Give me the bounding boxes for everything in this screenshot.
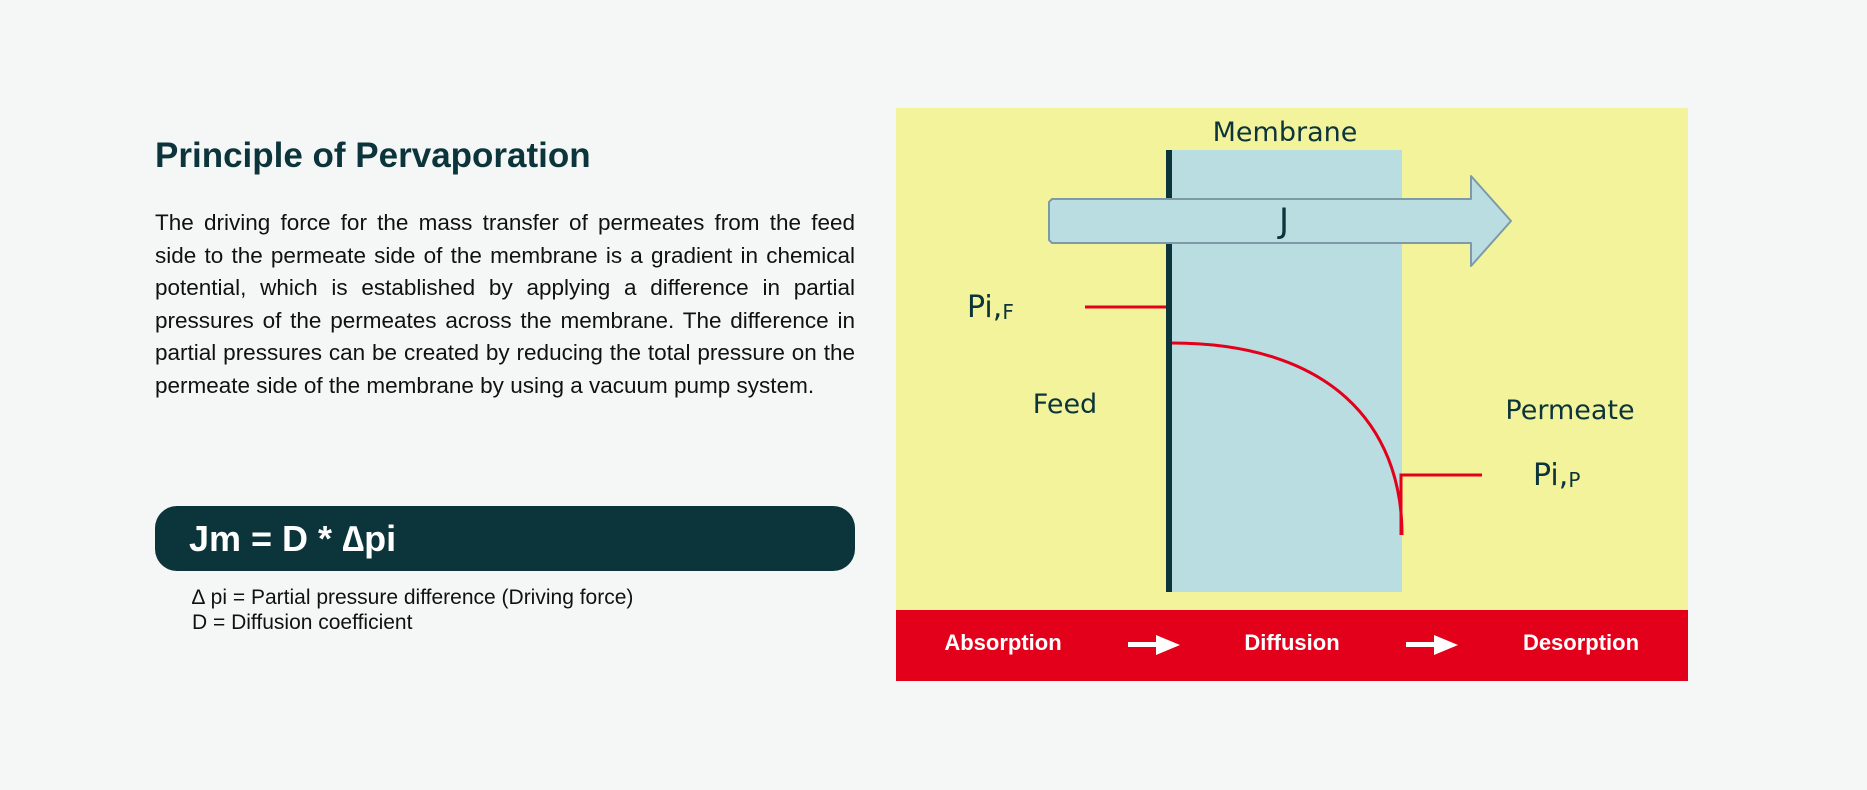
step-arrow-icon [1406,635,1458,655]
flux-arrow [1048,175,1512,267]
description-text: The driving force for the mass transfer … [155,210,855,398]
formula-legend: ∆ pi = Partial pressure difference (Driv… [192,585,633,635]
process-steps-bar [896,610,1688,681]
step-absorption: Absorption [944,630,1061,655]
permeate-label: Permeate [1505,395,1634,426]
pi-permeate-label: Pi,P [1533,458,1580,493]
legend-item-diffusion-coefficient: D = Diffusion coefficient [192,611,413,634]
step-diffusion: Diffusion [1244,630,1339,655]
step-desorption: Desorption [1523,630,1639,655]
permeate-pressure-line [1399,473,1482,535]
legend-item-driving-force: ∆ pi = Partial pressure difference (Driv… [192,586,634,609]
pi-feed-label: Pi,F [967,290,1014,325]
formula-box: Jm = D * ∆pi [155,506,855,571]
flux-label: J [1277,201,1289,241]
page-title: Principle of Pervaporation [155,136,591,175]
membrane-label: Membrane [1213,117,1358,148]
membrane-edge [1166,150,1172,592]
formula-text: Jm = D * ∆pi [189,518,397,559]
feed-label: Feed [1033,389,1097,420]
membrane-pressure-profile [1171,341,1404,536]
step-arrow-icon [1128,635,1180,655]
